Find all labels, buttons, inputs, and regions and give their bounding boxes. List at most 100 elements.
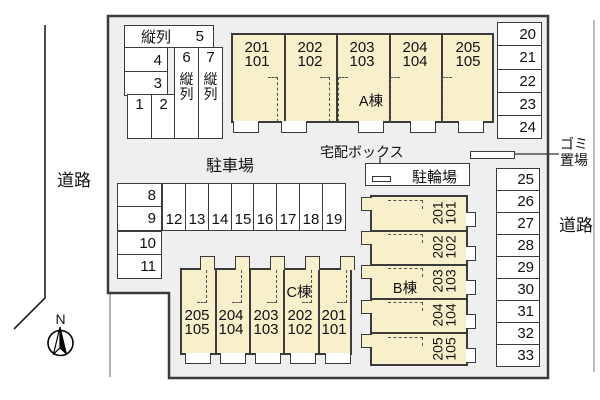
unit-divider [336,35,338,121]
entrance-door-dashed [388,337,423,346]
stall-1: 1 [127,94,152,139]
parking-area-label: 駐車場 [206,158,255,175]
stall-15: 15 [231,183,255,231]
entrance-porch [466,314,476,329]
unit-a-201-101: 201 101 [244,39,270,70]
road-right-label: 道路 [559,216,593,235]
stall-33: 33 [496,344,540,367]
stall-26: 26 [496,190,540,213]
unit-c-202-102: 202 102 [287,307,313,338]
entrance-porch [220,353,246,364]
tandem-label-vertical: 縦列 [203,71,218,102]
stall-8: 8 [117,183,162,207]
entrance-porch [325,353,351,364]
building-a-name: A棟 [358,94,384,110]
building-b-name: B棟 [392,281,418,297]
building-c-name: C棟 [286,285,312,301]
garbage-area-label: ゴミ 置場 [560,136,588,168]
stall-14: 14 [208,183,232,231]
stall-12: 12 [162,183,186,231]
bicycle-parking-label: 駐輪場 [411,169,457,186]
entrance-porch [233,121,259,133]
north-label: N [55,311,66,327]
unit-c-205-105: 205 105 [184,307,210,338]
unit-divider [372,264,466,266]
stall-number-6: 6 [182,49,191,66]
stall-27: 27 [496,212,540,235]
stall-17: 17 [276,183,300,231]
tandem-stall-7: 7 縦列 [198,47,223,139]
delivery-box-label: 宅配ボックス [320,144,404,160]
road-left-edge-line [13,25,46,330]
stall-31: 31 [496,300,540,323]
unit-divider [441,35,443,121]
entrance-door-dashed [388,268,423,277]
unit-divider [372,332,466,334]
entrance-porch [185,353,211,364]
unit-b-203-103: 203 103 [429,268,459,293]
unit-a-204-104: 204 104 [402,39,428,70]
tandem-stall-5: 縦列 5 [124,25,214,48]
stall-30: 30 [496,278,540,301]
stall-20: 20 [497,22,542,46]
entrance-door-dashed [388,234,423,243]
stall-18: 18 [299,183,323,231]
entrance-porch [466,212,476,227]
unit-c-203-103: 203 103 [253,307,279,338]
unit-divider [372,230,466,232]
entrance-porch [466,348,476,363]
garbage-label-line1: ゴミ [560,136,588,152]
unit-divider [389,35,391,121]
building-step [361,300,372,314]
entrance-door-dashed [390,77,400,122]
building-step [200,256,215,270]
unit-divider [318,270,320,353]
entrance-door-dashed [232,270,242,303]
unit-b-204-104: 204 104 [429,302,459,327]
garbage-area-box [470,151,515,159]
building-step [235,256,250,270]
unit-divider [283,270,285,353]
building-step [361,265,372,279]
tandem-stall-6: 6 縦列 [174,47,199,139]
stall-24: 24 [497,115,542,139]
entrance-porch [281,121,307,133]
stall-2: 2 [151,94,176,139]
stall-9: 9 [117,206,162,231]
road-left-label: 道路 [57,171,91,190]
building-c [180,268,352,355]
stall-10: 10 [117,231,162,255]
stall-number-5: 5 [195,28,204,45]
entrance-porch [290,353,316,364]
building-step [361,197,372,211]
entrance-door-dashed [442,77,452,122]
unit-b-205-105: 205 105 [429,336,459,361]
stall-3: 3 [124,71,168,96]
entrance-door-dashed [267,270,277,303]
bicycle-parking-box: 駐輪場 [365,163,470,186]
unit-a-205-105: 205 105 [455,39,481,70]
entrance-door-dashed [268,77,278,122]
stall-11: 11 [117,254,162,279]
building-a [231,33,494,123]
unit-divider [284,35,286,121]
stall-28: 28 [496,234,540,257]
entrance-porch [466,246,476,261]
tandem-label: 縦列 [141,29,172,46]
north-compass-icon [47,326,74,357]
entrance-door-dashed [337,270,347,303]
entrance-door-dashed [388,302,423,311]
entrance-door-dashed [320,77,330,122]
stall-29: 29 [496,256,540,279]
entrance-door-dashed [197,270,207,303]
unit-a-202-102: 202 102 [297,39,323,70]
entrance-porch [466,280,476,295]
building-step [270,256,285,270]
garbage-label-line2: 置場 [560,151,588,168]
tandem-label-vertical: 縦列 [179,71,194,102]
stall-19: 19 [322,183,346,231]
building-step [361,231,372,245]
entrance-door-dashed [388,200,423,209]
stall-21: 21 [497,45,542,70]
